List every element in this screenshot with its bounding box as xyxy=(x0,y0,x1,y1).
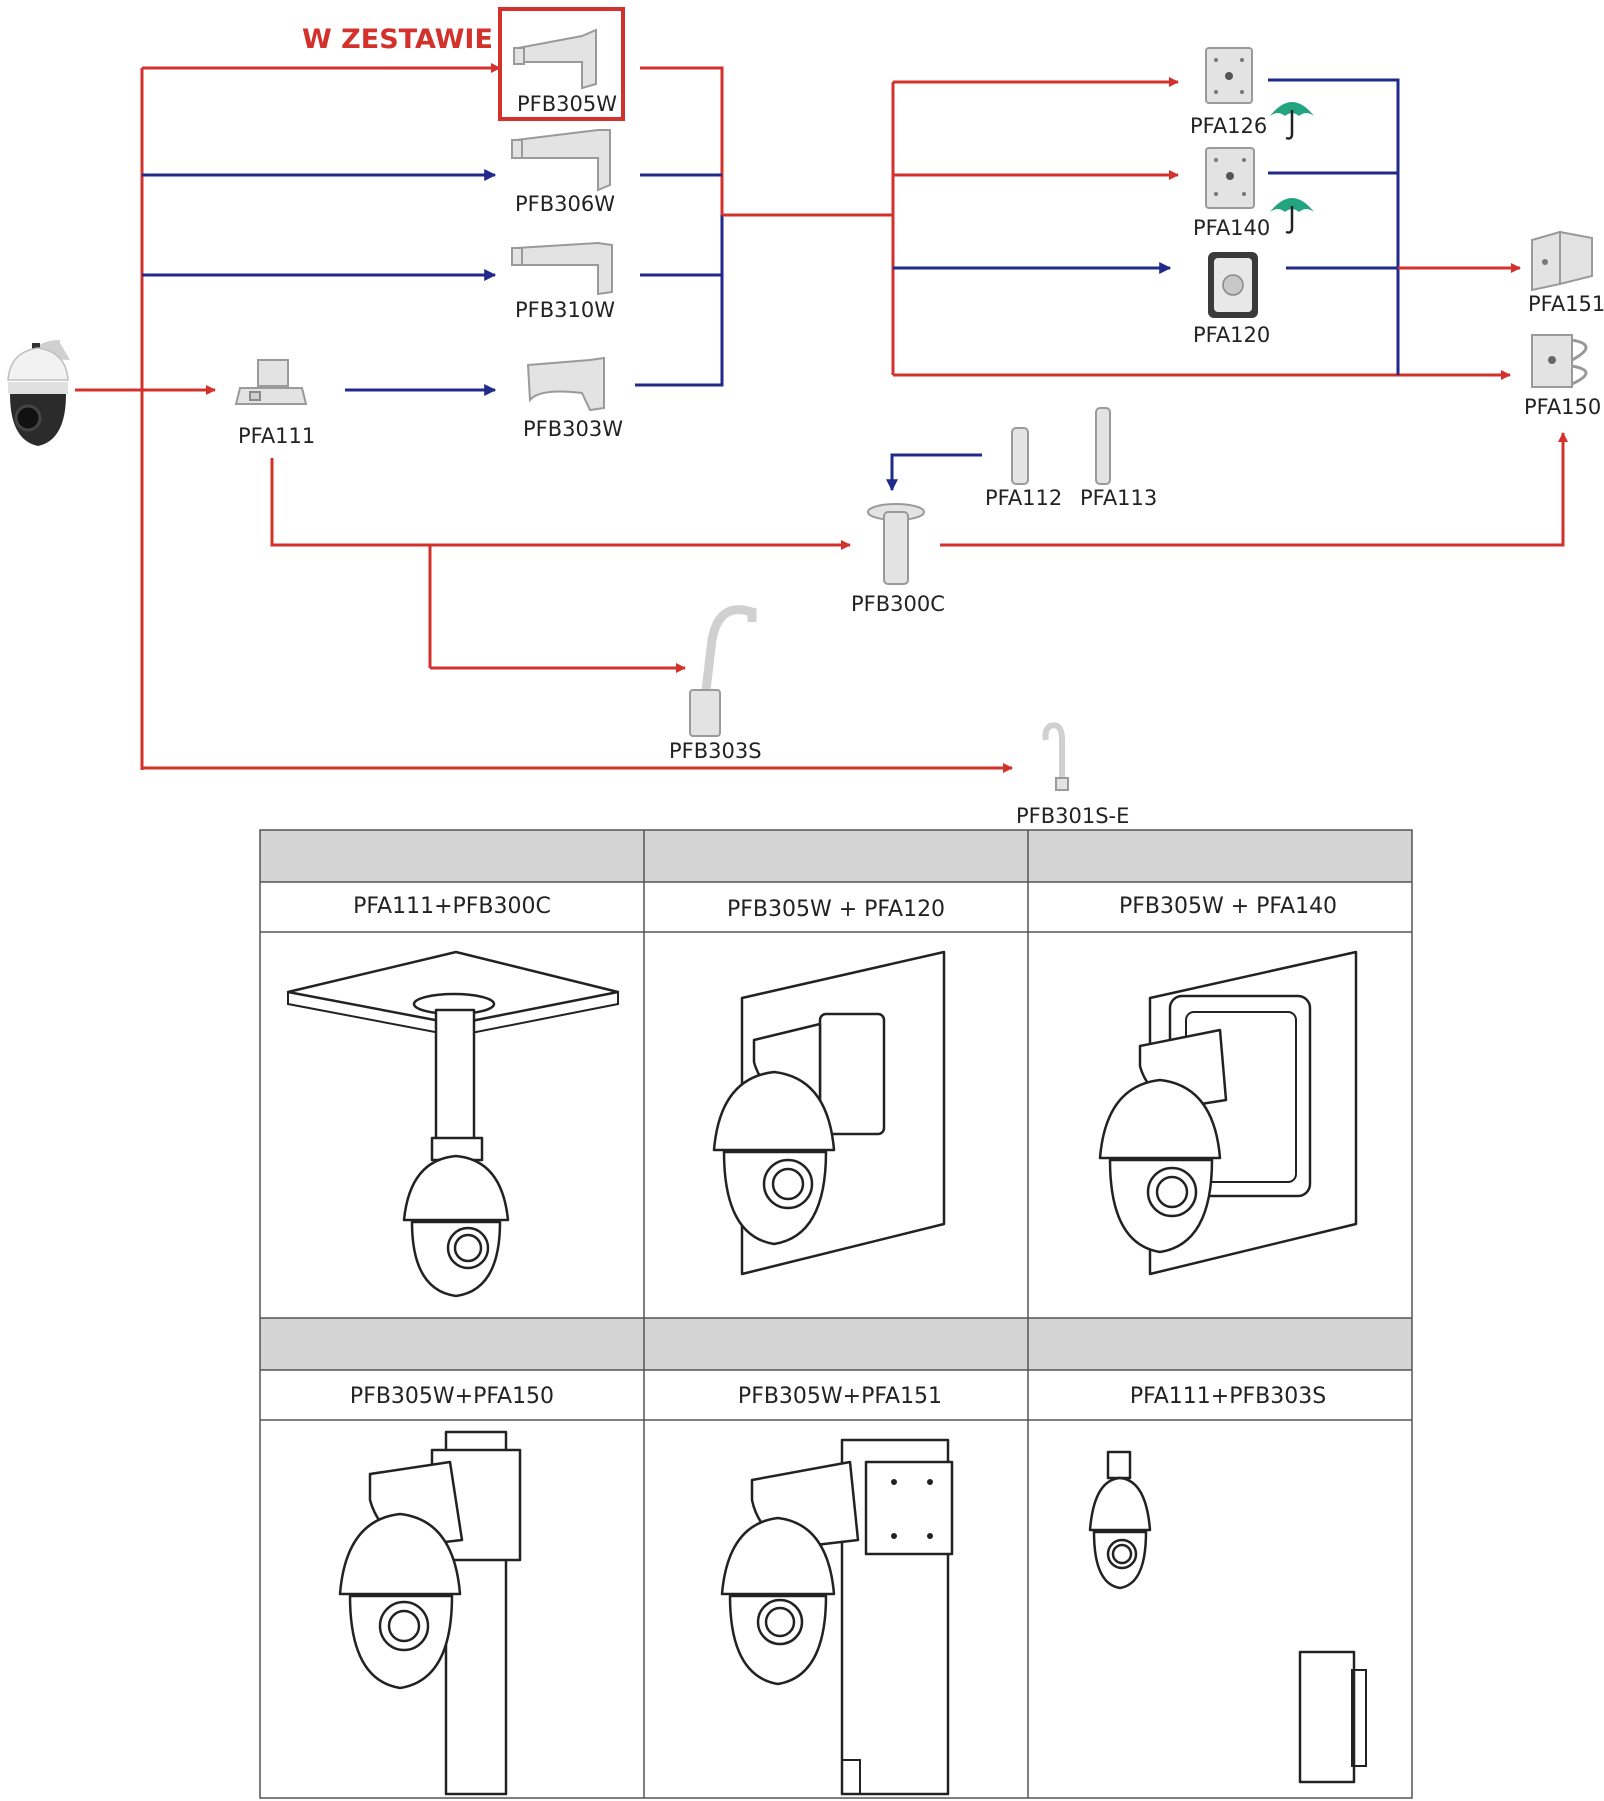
pfa112-image xyxy=(1011,427,1029,485)
kit-highlight-box xyxy=(498,7,625,121)
pfb305w-label: PFB305W xyxy=(517,92,617,116)
pfb300c-label: PFB300C xyxy=(851,592,945,616)
pfa120-image xyxy=(1208,252,1258,318)
pfb306w-image xyxy=(511,129,611,192)
pfa140-image xyxy=(1205,147,1255,209)
combination-table: PFA111+PFB300C PFB305W + PFA120 PFB305W … xyxy=(259,829,1413,1799)
table-cell-r2c2: PFB305W+PFA151 xyxy=(738,1384,942,1409)
kit-label: W ZESTAWIE xyxy=(302,24,493,55)
line-kit-pfb305w xyxy=(140,68,500,770)
pfb310w-image xyxy=(511,241,613,296)
table-cell-r2c3: PFA111+PFB303S xyxy=(1130,1384,1326,1409)
pfa150-label: PFA150 xyxy=(1524,395,1601,419)
line-pfa112-pfb300c xyxy=(886,453,982,492)
pfa126-image xyxy=(1205,47,1253,104)
pfa126-label: PFA126 xyxy=(1190,114,1267,138)
pfa120-label: PFA120 xyxy=(1193,323,1270,347)
drawing-corner-mount xyxy=(720,1438,954,1796)
pfb301se-label: PFB301S-E xyxy=(1016,804,1129,828)
connector-lines xyxy=(75,68,1569,774)
pfb301se-image xyxy=(1042,722,1069,791)
pfa113-label: PFA113 xyxy=(1080,486,1157,510)
pfa111-image xyxy=(234,359,308,405)
camera-icon xyxy=(7,340,70,446)
line-pfb300c-pfa150 xyxy=(940,431,1569,547)
drawing-wall-pfa120 xyxy=(712,950,946,1276)
pfb303s-image xyxy=(689,605,757,737)
pfb310w-label: PFB310W xyxy=(515,298,615,322)
pfb303s-label: PFB303S xyxy=(669,739,762,763)
umbrella-icon xyxy=(1270,198,1314,234)
umbrella-icon xyxy=(1270,102,1314,140)
pfa140-label: PFA140 xyxy=(1193,216,1270,240)
table-cell-r1c3: PFB305W + PFA140 xyxy=(1119,894,1337,919)
pfa111-label: PFA111 xyxy=(238,424,315,448)
drawing-pole-mount xyxy=(338,1430,522,1796)
pfa151-label: PFA151 xyxy=(1528,292,1604,316)
pfb303w-image xyxy=(526,356,605,412)
drawing-wall-pfa140 xyxy=(1098,950,1358,1276)
pfb305w-image xyxy=(513,28,597,90)
table-cell-r1c2: PFB305W + PFA120 xyxy=(727,897,945,922)
pfb300c-image xyxy=(867,503,925,585)
pfa113-image xyxy=(1095,407,1111,485)
drawing-gooseneck-mount xyxy=(1088,1441,1367,1784)
pfa151-image xyxy=(1531,230,1593,292)
table-cell-r2c1: PFB305W+PFA150 xyxy=(350,1384,554,1409)
drawing-ceiling-mount xyxy=(286,950,620,1298)
pfb306w-label: PFB306W xyxy=(515,192,615,216)
pfa150-image xyxy=(1531,334,1588,388)
pfa112-label: PFA112 xyxy=(985,486,1062,510)
pfb303w-label: PFB303W xyxy=(523,417,623,441)
table-cell-r1c1: PFA111+PFB300C xyxy=(353,894,551,919)
